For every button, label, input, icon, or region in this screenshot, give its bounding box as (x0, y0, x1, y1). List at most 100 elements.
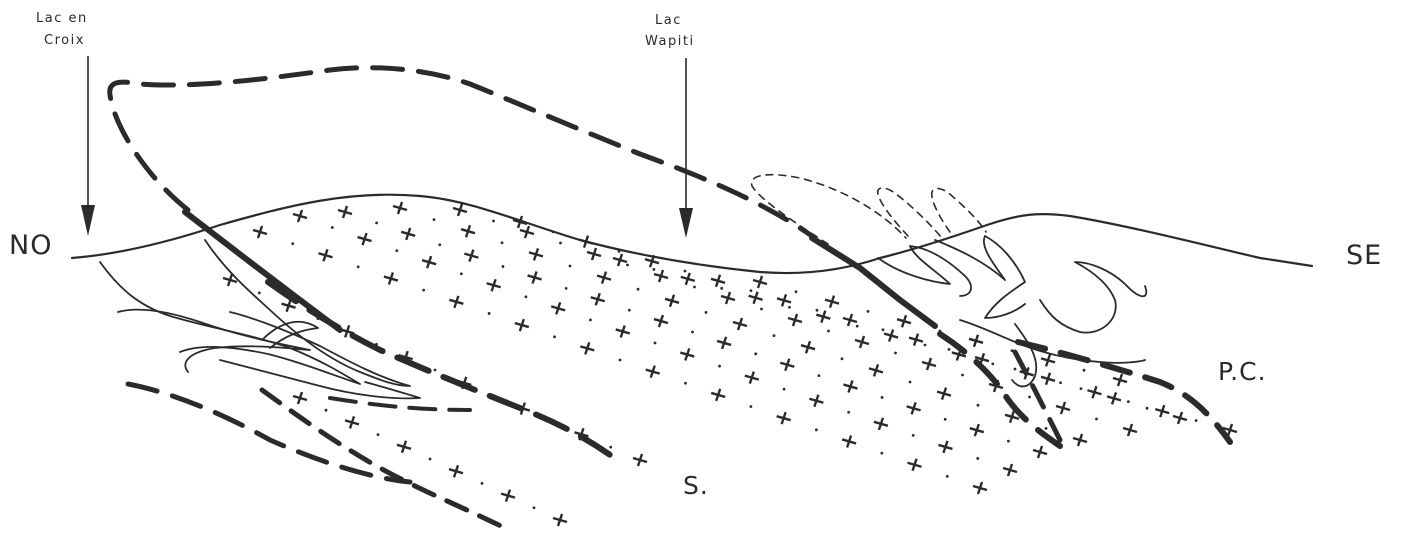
granite-cross (938, 441, 952, 453)
granite-dot (912, 434, 915, 437)
granite-cross (318, 249, 332, 261)
granite-cross (733, 318, 747, 330)
granite-dot (991, 362, 994, 365)
granite-dot (841, 357, 844, 360)
granite-dot (637, 288, 640, 291)
granite-dot (788, 306, 791, 309)
granite-cross (461, 225, 475, 237)
granite-cross (816, 311, 830, 323)
granite-dot (481, 482, 484, 485)
granite-dot (1095, 418, 1098, 421)
granite-dot (433, 218, 436, 221)
folded-stratum-east-2 (935, 236, 1025, 318)
granite-dot (375, 343, 378, 346)
granite-cross (1113, 374, 1127, 386)
granite-cross (1041, 354, 1055, 366)
granite-dot (619, 359, 622, 362)
granite-cross (973, 482, 987, 494)
granite-cross (580, 342, 594, 354)
granite-dot (909, 381, 912, 384)
granite-cross (1041, 373, 1055, 385)
granite-cross (551, 302, 565, 314)
label-lac-wapiti-line1: Lac (655, 13, 682, 28)
granite-cross (1056, 402, 1070, 414)
granite-cross (1155, 405, 1169, 417)
granite-dot (961, 374, 964, 377)
granite-cross (646, 366, 660, 378)
granite-dot (434, 369, 437, 372)
granite-dot (882, 328, 885, 331)
granite-dot (316, 317, 319, 320)
granite-dot (258, 291, 261, 294)
granite-dot (422, 289, 425, 292)
granite-cross (253, 226, 267, 238)
fault-east (812, 238, 935, 326)
granite-cross (358, 233, 372, 245)
label-pc: P.C. (1218, 357, 1267, 386)
label-no: NO (9, 230, 52, 261)
label-se: SE (1346, 240, 1382, 271)
lac-en-croix-arrow (81, 56, 95, 236)
granite-dot (977, 404, 980, 407)
granite-cross (401, 228, 415, 240)
granite-cross (613, 254, 627, 266)
granite-cross (909, 334, 923, 346)
ground-surface-line (72, 195, 1312, 273)
granite-dot (795, 290, 798, 293)
granite-cross (520, 226, 534, 238)
granite-cross (293, 392, 307, 404)
granite-cross (487, 279, 501, 291)
folded-stratum-east-4 (1040, 262, 1146, 333)
granite-cross (721, 292, 735, 304)
granite-dot (881, 396, 884, 399)
granite-dot (1127, 400, 1130, 403)
granite-dot (589, 319, 592, 322)
granite-dot (357, 266, 360, 269)
label-s: S. (683, 471, 709, 500)
granite-cross (616, 325, 630, 337)
dashed-contact-west-lower (128, 384, 410, 482)
granite-dot (626, 264, 629, 267)
granite-cross (884, 330, 898, 342)
granite-dot (559, 242, 562, 245)
granite-dot (705, 311, 708, 314)
granite-dot (460, 272, 463, 275)
granite-dot (856, 325, 859, 328)
granite-cross (843, 314, 857, 326)
granite-cross (665, 295, 679, 307)
granite-dot (569, 265, 572, 268)
granite-dot (492, 220, 495, 223)
granite-cross (345, 416, 359, 428)
granite-cross (449, 465, 463, 477)
granite-cross (422, 256, 436, 268)
granite-cross (633, 454, 647, 466)
granite-cross (579, 236, 593, 248)
granite-dot (565, 287, 568, 290)
granite-dot (750, 405, 753, 408)
granite-dot (331, 226, 334, 229)
label-lac-en-croix-line1: Lac en (36, 11, 88, 26)
granite-cross (855, 336, 869, 348)
granite-dot (375, 222, 378, 225)
dashed-contact-west-upper (268, 282, 620, 462)
eroded-fold-1 (752, 175, 906, 244)
granite-cross (681, 273, 695, 285)
granite-cross (528, 271, 542, 283)
granite-dot (1011, 349, 1014, 352)
granite-cross (753, 276, 767, 288)
granite-dot (816, 309, 819, 312)
granite-cross (464, 250, 478, 262)
granite-dot (1146, 407, 1149, 410)
granite-dot (525, 295, 528, 298)
granite-cross (745, 372, 759, 384)
granite-dot (691, 331, 694, 334)
granite-cross (970, 424, 984, 436)
lac-wapiti-arrow (679, 58, 693, 238)
granite-cross (717, 337, 731, 349)
granite-dot (1083, 369, 1086, 372)
granite-cross (897, 315, 911, 327)
granite-cross (293, 210, 307, 222)
granite-dot (817, 374, 820, 377)
folded-stratum-east-1 (878, 246, 971, 296)
granite-cross (529, 248, 543, 260)
